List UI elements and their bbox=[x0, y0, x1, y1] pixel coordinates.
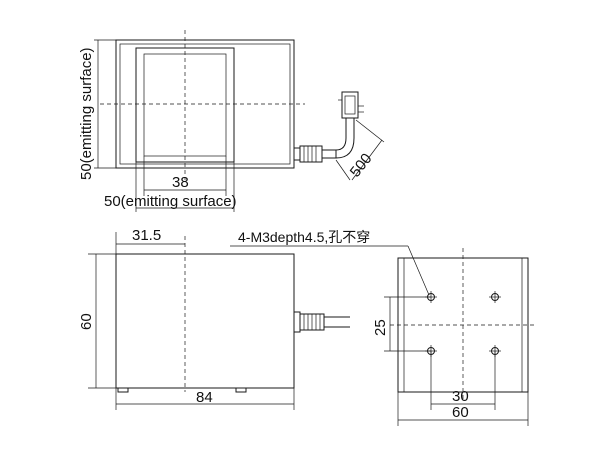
hole-note: 4-M3depth4.5,孔不穿 bbox=[238, 229, 370, 245]
front-view: 31.5 60 84 bbox=[78, 227, 350, 410]
top-connector bbox=[338, 91, 364, 119]
front-height-label: 60 bbox=[78, 313, 95, 330]
side-width-label: 60 bbox=[452, 404, 469, 421]
front-length-label: 84 bbox=[196, 389, 213, 406]
front-housing bbox=[115, 253, 295, 389]
cable-dim-line bbox=[351, 139, 383, 181]
emitting-surface-inner bbox=[143, 53, 227, 157]
top-inner-label: 38 bbox=[172, 174, 189, 191]
top-cable-gland bbox=[293, 145, 337, 163]
front-cable-gland bbox=[293, 311, 350, 333]
side-view: 4-M3depth4.5,孔不穿 25 30 60 bbox=[230, 229, 536, 426]
front-offset-label: 31.5 bbox=[132, 227, 161, 244]
top-width-label: 50(emitting surface) bbox=[104, 193, 237, 210]
top-view: 500 50(emitting surface) 38 50(emitting … bbox=[78, 30, 385, 212]
side-pitch-h-label: 30 bbox=[452, 388, 469, 405]
front-foot-left bbox=[117, 388, 129, 393]
top-height-label: 50(emitting surface) bbox=[78, 47, 95, 180]
top-cable bbox=[335, 118, 347, 151]
front-foot-right bbox=[235, 388, 247, 393]
side-pitch-v-label: 25 bbox=[372, 319, 389, 336]
